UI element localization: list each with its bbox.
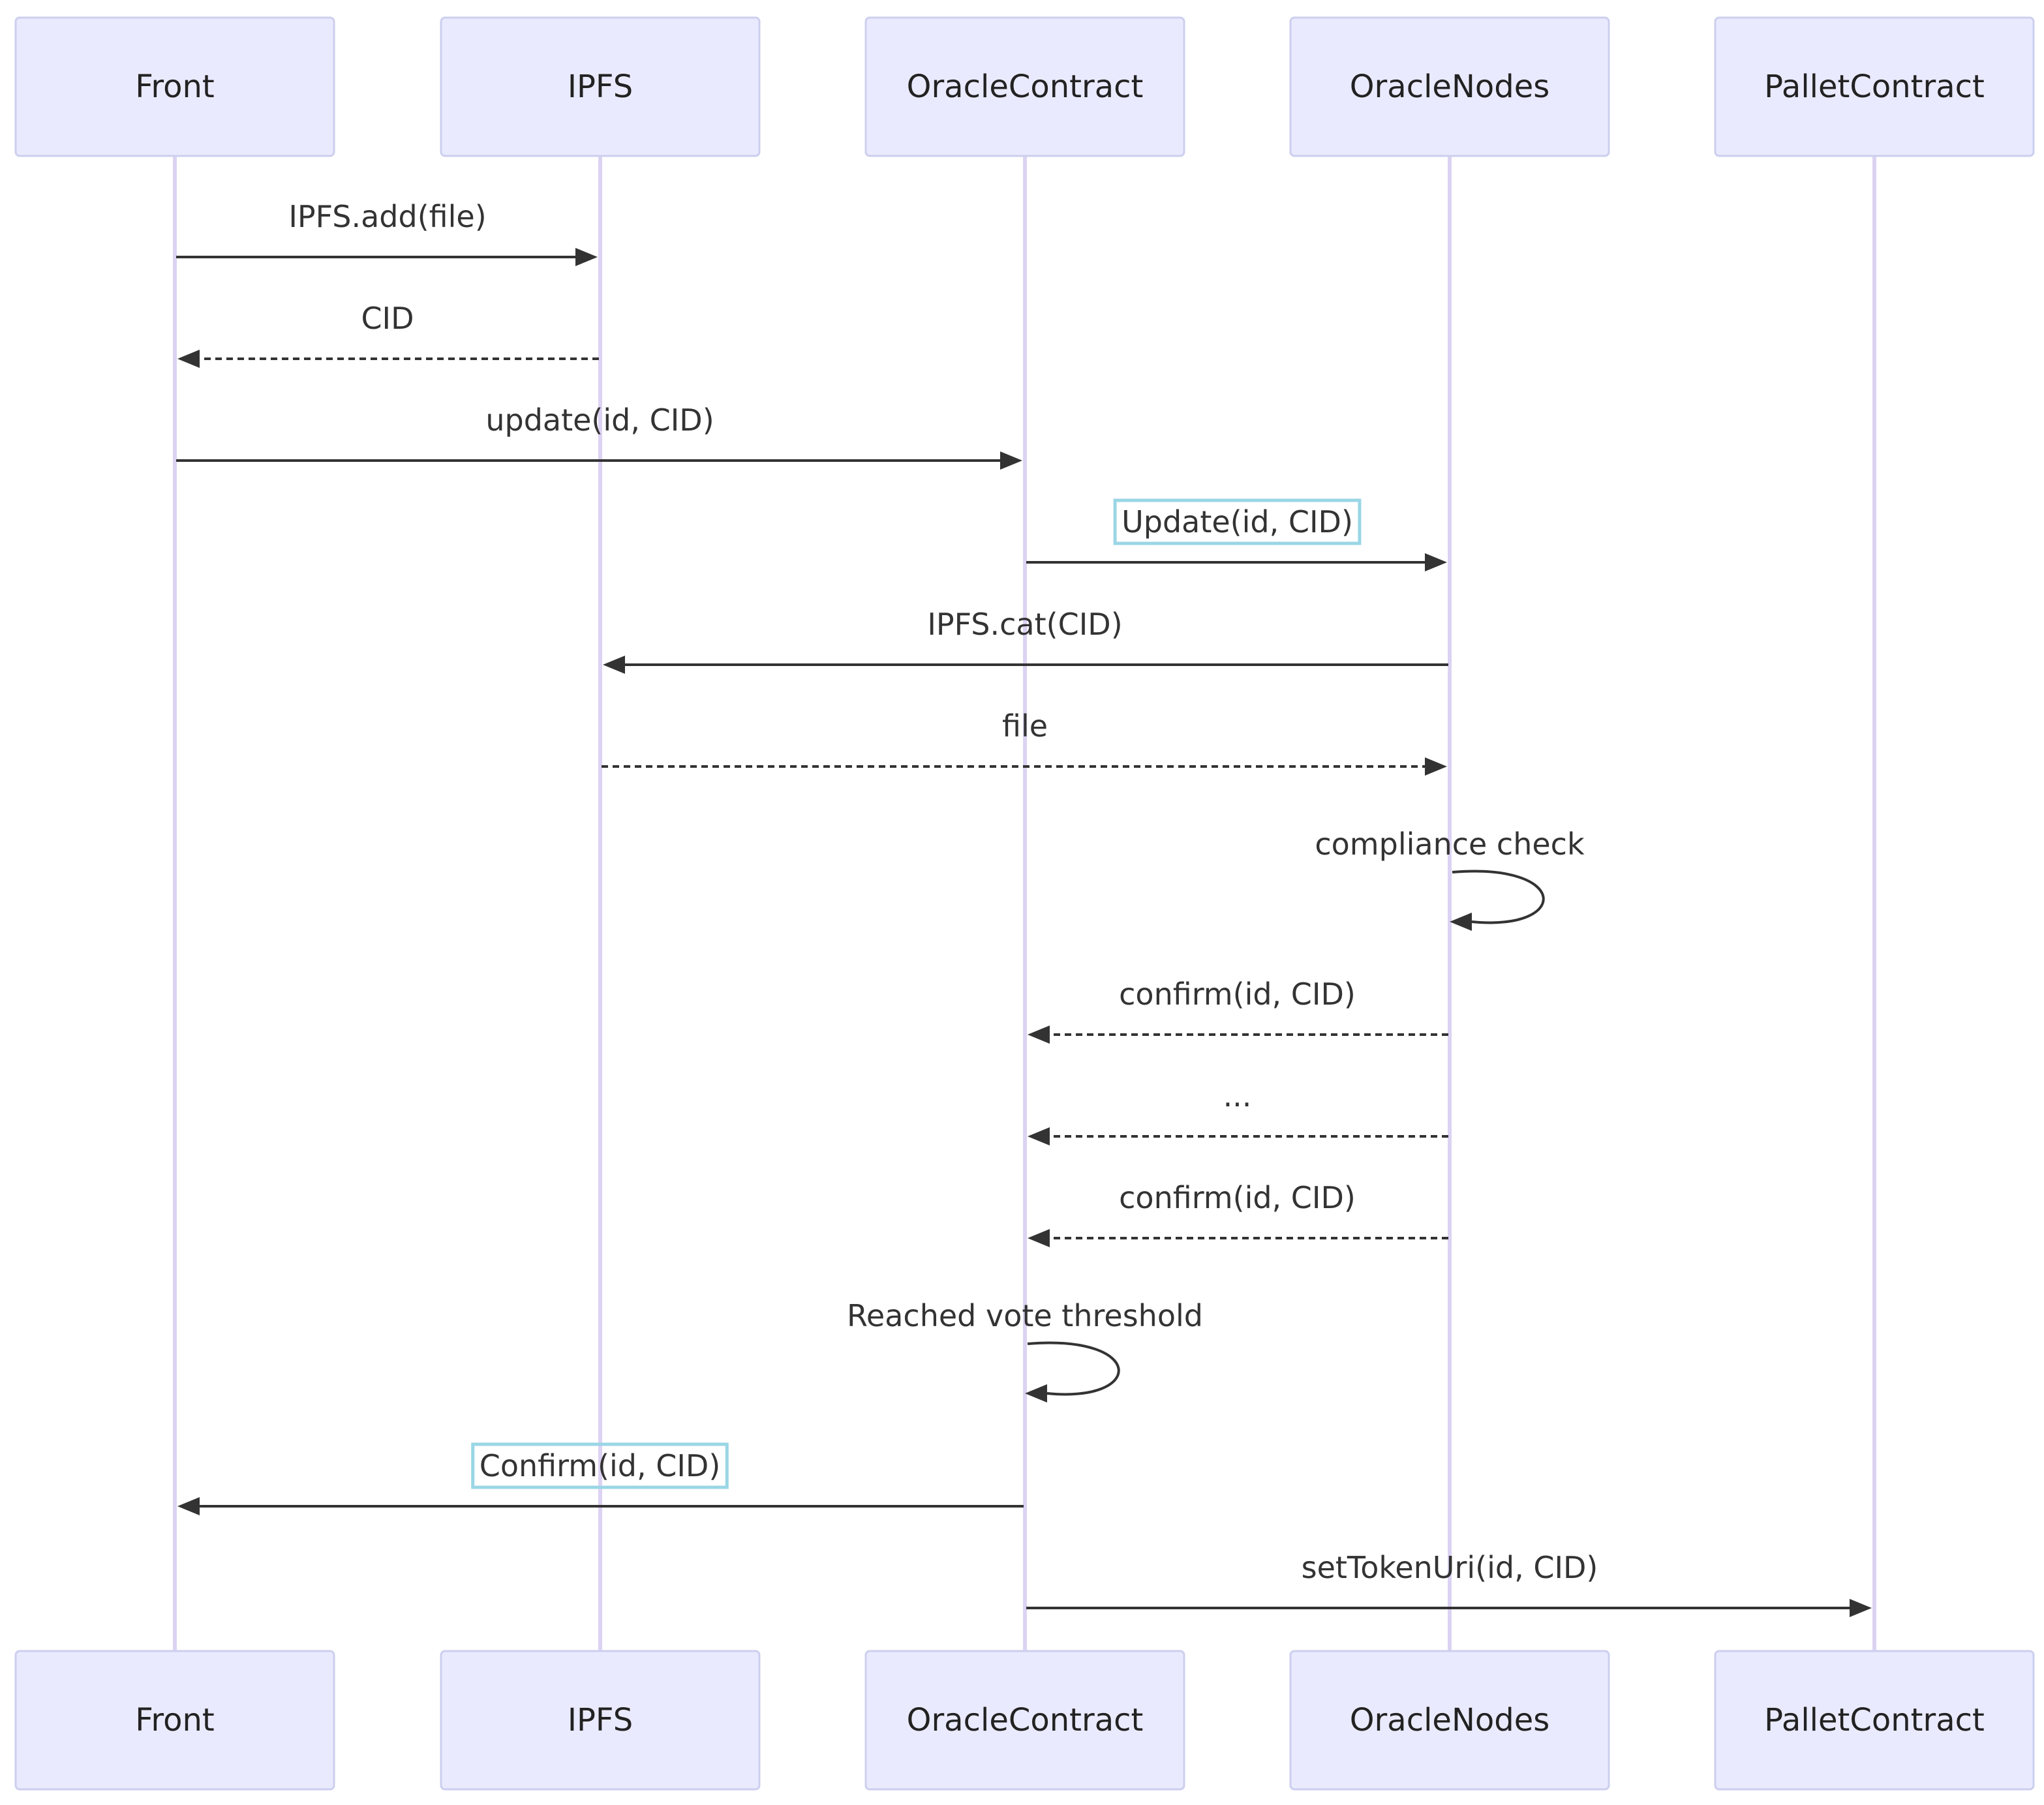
participant-oracle-nodes-bottom: OracleNodes (1289, 1650, 1610, 1791)
arrowhead (177, 350, 200, 368)
message-label: ... (1223, 1078, 1252, 1114)
message-label: compliance check (1315, 827, 1585, 862)
arrowhead (1425, 553, 1447, 571)
arrowhead (1000, 451, 1022, 470)
participant-box (14, 1650, 335, 1791)
message-label: file (1002, 708, 1048, 744)
message-2: CID (177, 301, 599, 368)
participant-label: OracleNodes (1350, 1702, 1549, 1738)
arrowhead (1028, 1229, 1050, 1247)
participant-label: Front (135, 68, 214, 105)
message-label: Update(id, CID) (1121, 504, 1353, 539)
participant-box (864, 16, 1185, 157)
message-13: setTokenUri(id, CID) (1026, 1550, 1872, 1617)
participant-box (14, 16, 335, 157)
message-label: IPFS.add(file) (288, 199, 486, 234)
message-label: confirm(id, CID) (1119, 977, 1356, 1012)
participant-ipfs-top: IPFS (440, 16, 761, 157)
participant-oracle-contract-bottom: OracleContract (864, 1650, 1185, 1791)
arrowhead (1028, 1025, 1050, 1044)
participant-label: PalletContract (1764, 68, 1985, 105)
participant-label: OracleContract (907, 1702, 1144, 1738)
label-highlight-frame (471, 1442, 729, 1489)
participant-label: PalletContract (1764, 1702, 1985, 1738)
message-12: Confirm(id, CID) (177, 1442, 1024, 1515)
participant-label: OracleNodes (1350, 68, 1549, 105)
message-6: file (602, 708, 1447, 776)
message-label: Confirm(id, CID) (480, 1448, 721, 1483)
arrowhead (1025, 1384, 1047, 1403)
message-11: Reached vote threshold (847, 1298, 1203, 1403)
message-7: compliance check (1315, 827, 1585, 931)
arrowhead (1425, 757, 1447, 776)
participant-box (1714, 16, 2035, 157)
arrowhead (1028, 1127, 1050, 1145)
participant-front-top: Front (14, 16, 335, 157)
message-9: ... (1028, 1078, 1448, 1145)
participant-box (440, 16, 761, 157)
label-highlight-frame (1113, 498, 1362, 545)
participant-label: OracleContract (907, 68, 1144, 105)
self-loop (1027, 1341, 1120, 1396)
participant-label: Front (135, 1702, 214, 1738)
message-1: IPFS.add(file) (176, 199, 598, 266)
participant-box (1714, 1650, 2035, 1791)
arrowhead (575, 248, 598, 266)
message-label: IPFS.cat(CID) (927, 607, 1122, 642)
participant-box (864, 1650, 1185, 1791)
participant-label: IPFS (568, 68, 633, 105)
message-label: CID (361, 301, 414, 336)
participant-pallet-contract-top: PalletContract (1714, 16, 2035, 157)
participant-front-bottom: Front (14, 1650, 335, 1791)
participant-ipfs-bottom: IPFS (440, 1650, 761, 1791)
message-label: setTokenUri(id, CID) (1302, 1550, 1598, 1585)
self-loop (1452, 870, 1545, 924)
message-3: update(id, CID) (176, 402, 1022, 470)
participant-box (1289, 16, 1610, 157)
participant-label: IPFS (568, 1702, 633, 1738)
participant-pallet-contract-bottom: PalletContract (1714, 1650, 2035, 1791)
arrowhead (177, 1497, 200, 1515)
arrowhead (1850, 1599, 1872, 1617)
message-label: confirm(id, CID) (1119, 1180, 1356, 1215)
participant-oracle-nodes-top: OracleNodes (1289, 16, 1610, 157)
message-5: IPFS.cat(CID) (603, 607, 1448, 674)
message-label: Reached vote threshold (847, 1298, 1203, 1333)
participant-box (1289, 1650, 1610, 1791)
message-8: confirm(id, CID) (1028, 977, 1448, 1044)
arrowhead (603, 656, 625, 674)
message-label: update(id, CID) (485, 402, 714, 438)
message-4: Update(id, CID) (1026, 498, 1447, 571)
participant-box (440, 1650, 761, 1791)
message-10: confirm(id, CID) (1028, 1180, 1448, 1247)
participant-oracle-contract-top: OracleContract (864, 16, 1185, 157)
arrowhead (1450, 913, 1472, 931)
